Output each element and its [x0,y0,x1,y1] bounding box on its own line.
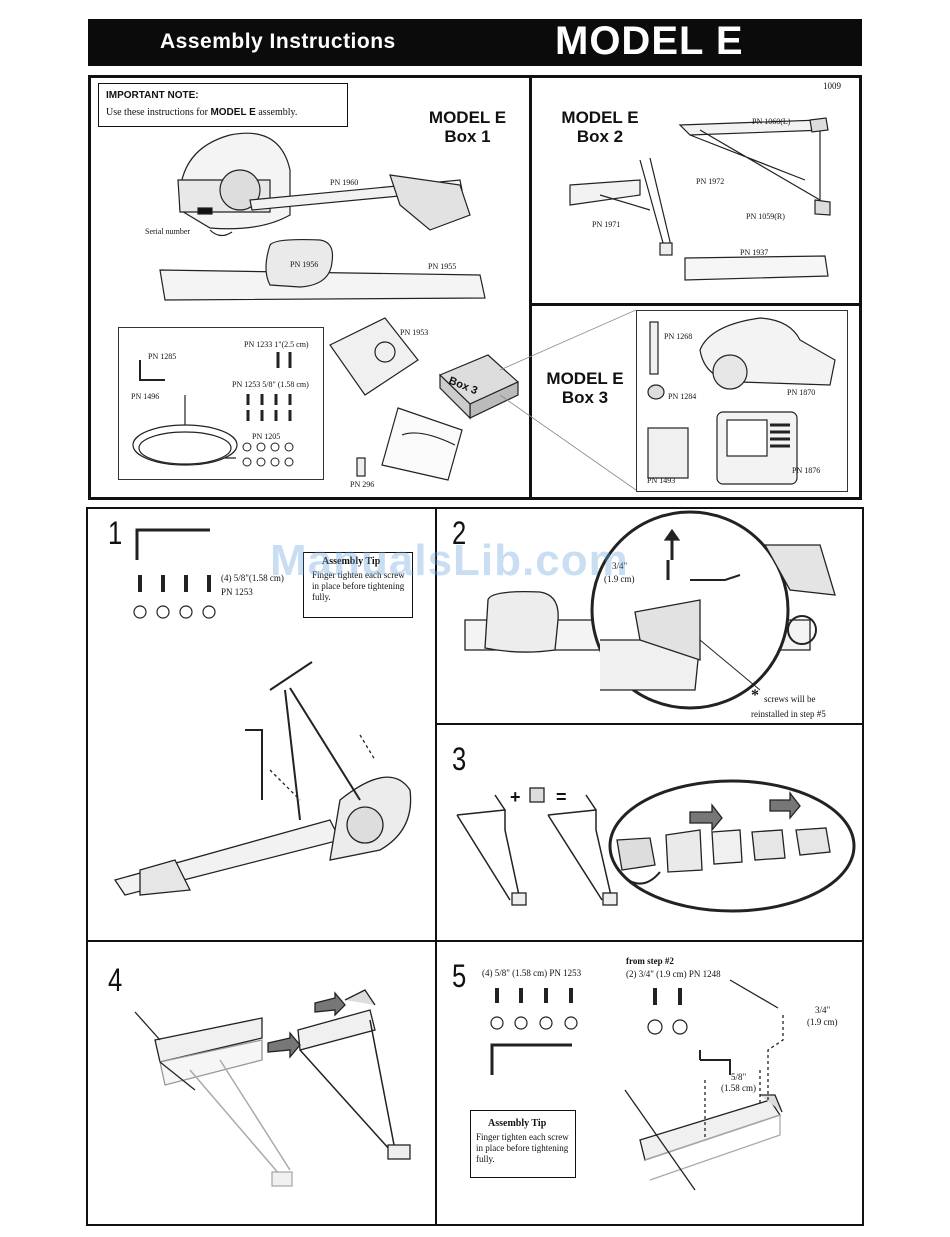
label-pn1955: PN 1955 [428,262,457,271]
step2-note-line2: reinstalled in step #5 [751,709,826,719]
box3-inset [636,310,848,492]
step1-tip-box [303,552,413,618]
label-pn1284: PN 1284 [668,392,697,401]
steps-divider-h2 [86,940,864,942]
step1-tip-text: Finger tighten each screw in place befor… [312,570,405,602]
label-pn1268: PN 1268 [664,332,693,341]
step3-number: 3 [452,741,467,777]
label-pn1233: PN 1233 1"(2.5 cm) [244,340,309,349]
step5-tip-title: Assembly Tip [488,1118,547,1129]
step1-number: 1 [108,515,123,551]
step5-c34cm: (1.9 cm) [807,1017,838,1027]
step4-number: 4 [108,962,123,998]
step5-screws: (4) 5/8" (1.58 cm) PN 1253 [482,968,582,978]
step2-note-line1: screws will be [764,694,816,704]
step5-from-step: from step #2 [626,956,674,966]
step5-number: 5 [452,958,467,994]
note-heading: IMPORTANT NOTE: [106,90,199,101]
label-pn1870: PN 1870 [787,388,816,397]
hardware-inset [118,327,324,480]
label-pn1059: PN 1059(R) [746,212,785,221]
note-text: Use these instructions for MODEL E assem… [106,107,298,118]
step5-c58: 5/8" [731,1072,747,1082]
step5-tip-box [470,1110,576,1178]
step5-c58cm: (1.58 cm) [721,1083,756,1093]
step3-plus: + [510,787,521,807]
label-pn1205: PN 1205 [252,432,281,441]
label-pn1493: PN 1493 [647,476,676,485]
step5-c34: 3/4" [815,1005,831,1015]
step2-size: 3/4" [612,561,628,571]
step2-size-cm: (1.9 cm) [604,574,635,584]
header-model: MODEL E [555,19,744,63]
step1-tip-title: Assembly Tip [322,556,381,567]
step5-screws2: (2) 3/4" (1.9 cm) PN 1248 [626,969,721,979]
label-pn1937: PN 1937 [740,248,769,257]
label-pn1971: PN 1971 [592,220,621,229]
step2-star: * [751,687,759,704]
label-pn1496: PN 1496 [131,392,160,401]
label-serial: Serial number [145,227,191,236]
label-pn1285: PN 1285 [148,352,177,361]
steps-divider-vertical [435,507,437,1226]
step3-equals: = [556,787,567,807]
step2-number: 2 [452,515,467,551]
step1-screws: (4) 5/8"(1.58 cm) [221,573,284,583]
label-pn1953: PN 1953 [400,328,429,337]
label-pn296: PN 296 [350,480,375,489]
step1-pn: PN 1253 [221,587,253,597]
label-pn1876: PN 1876 [792,466,821,475]
header-title: Assembly Instructions [160,30,396,53]
steps-divider-h1 [435,723,864,725]
label-pn1960: PN 1960 [330,178,359,187]
important-note [98,83,348,127]
page-code: 1009 [823,81,841,91]
label-pn1956: PN 1956 [290,260,319,269]
label-pn1972: PN 1972 [696,177,725,186]
watermark: ManualsLib.com [270,536,629,585]
header-bar [88,19,862,66]
label-pn1253: PN 1253 5/8" (1.58 cm) [232,380,309,389]
box3-panel [529,303,862,500]
label-pn1060: PN 1060(L) [752,117,791,126]
step5-tip-text: Finger tighten each screw in place befor… [476,1132,569,1164]
